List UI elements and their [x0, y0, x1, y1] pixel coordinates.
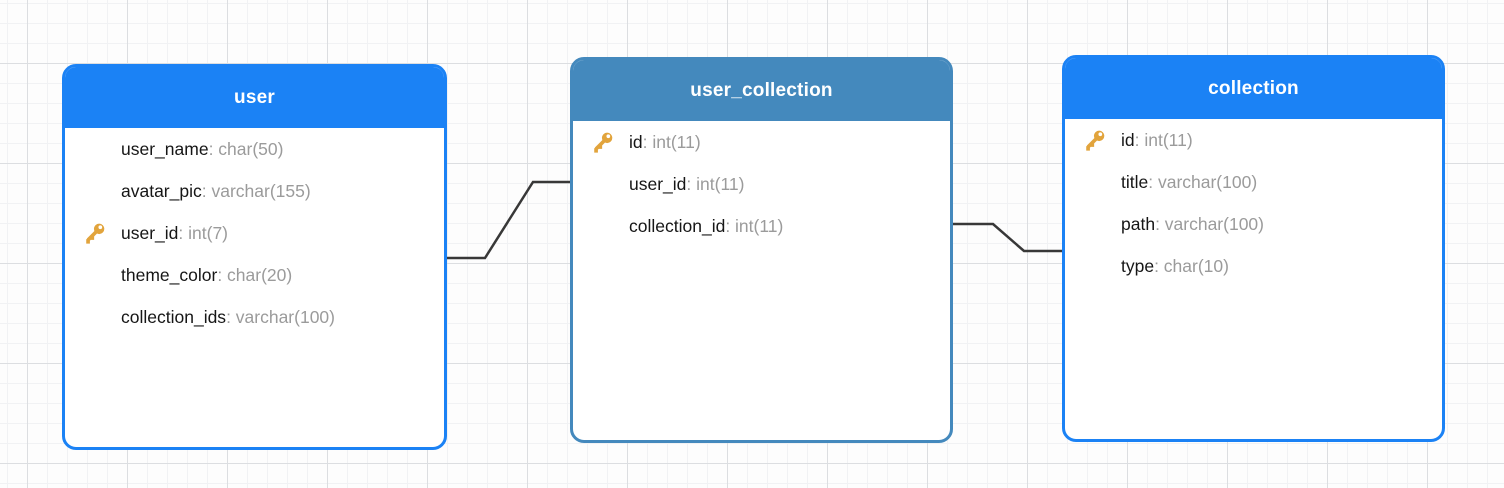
field-type: : int(11) [686, 173, 745, 194]
table-body: id: int(11) title: varchar(100) path: va… [1065, 119, 1442, 287]
field-row-id[interactable]: id: int(11) [573, 121, 950, 163]
connector-user-user_collection[interactable] [447, 180, 570, 260]
table-header[interactable]: collection [1065, 58, 1442, 119]
table-title: collection [1208, 77, 1299, 99]
field-type: : char(20) [217, 264, 293, 285]
field-row-type[interactable]: type: char(10) [1065, 245, 1442, 287]
field-name: id [1121, 129, 1135, 150]
table-user_collection[interactable]: user_collection id: int(11) user_id: int… [570, 57, 953, 443]
field-name: avatar_pic [121, 180, 202, 201]
field-name: title [1121, 171, 1149, 192]
field-row-title[interactable]: title: varchar(100) [1065, 161, 1442, 203]
field-name: user_id [121, 222, 179, 243]
field-row-id[interactable]: id: int(11) [1065, 119, 1442, 161]
field-row-user_id[interactable]: user_id: int(7) [65, 212, 444, 254]
field-row-path[interactable]: path: varchar(100) [1065, 203, 1442, 245]
primary-key-icon [594, 132, 613, 153]
table-title: user_collection [690, 79, 833, 101]
field-name: collection_id [629, 215, 726, 236]
field-name: path [1121, 213, 1156, 234]
field-name: collection_ids [121, 306, 227, 327]
field-type: : varchar(100) [1148, 171, 1258, 192]
table-body: user_name: char(50) avatar_pic: varchar(… [65, 128, 444, 338]
field-row-collection_id[interactable]: collection_id: int(11) [573, 205, 950, 247]
field-row-theme_color[interactable]: theme_color: char(20) [65, 254, 444, 296]
field-row-user_id[interactable]: user_id: int(11) [573, 163, 950, 205]
field-row-user_name[interactable]: user_name: char(50) [65, 128, 444, 170]
primary-key-icon [86, 223, 105, 244]
field-type: : int(11) [642, 131, 701, 152]
table-title: user [234, 86, 275, 108]
field-type: : char(50) [208, 138, 284, 159]
field-type: : int(11) [725, 215, 784, 236]
field-row-collection_ids[interactable]: collection_ids: varchar(100) [65, 296, 444, 338]
field-type: : varchar(155) [201, 180, 311, 201]
field-type: : int(11) [1134, 129, 1193, 150]
primary-key-icon [1086, 130, 1105, 151]
field-name: user_name [121, 138, 209, 159]
connector-user_collection-collection[interactable] [953, 222, 1062, 253]
table-user[interactable]: user user_name: char(50) avatar_pic: var… [62, 64, 447, 450]
field-row-avatar_pic[interactable]: avatar_pic: varchar(155) [65, 170, 444, 212]
field-name: theme_color [121, 264, 218, 285]
field-type: : varchar(100) [1155, 213, 1264, 234]
table-collection[interactable]: collection id: int(11) title: varchar(10… [1062, 55, 1445, 442]
field-name: id [629, 131, 643, 152]
field-type: : int(7) [178, 222, 229, 243]
field-type: : char(10) [1154, 255, 1229, 276]
field-name: user_id [629, 173, 687, 194]
table-header[interactable]: user_collection [573, 60, 950, 121]
field-name: type [1121, 255, 1155, 276]
table-header[interactable]: user [65, 67, 444, 128]
field-type: : varchar(100) [226, 306, 335, 327]
table-body: id: int(11) user_id: int(11) collection_… [573, 121, 950, 247]
